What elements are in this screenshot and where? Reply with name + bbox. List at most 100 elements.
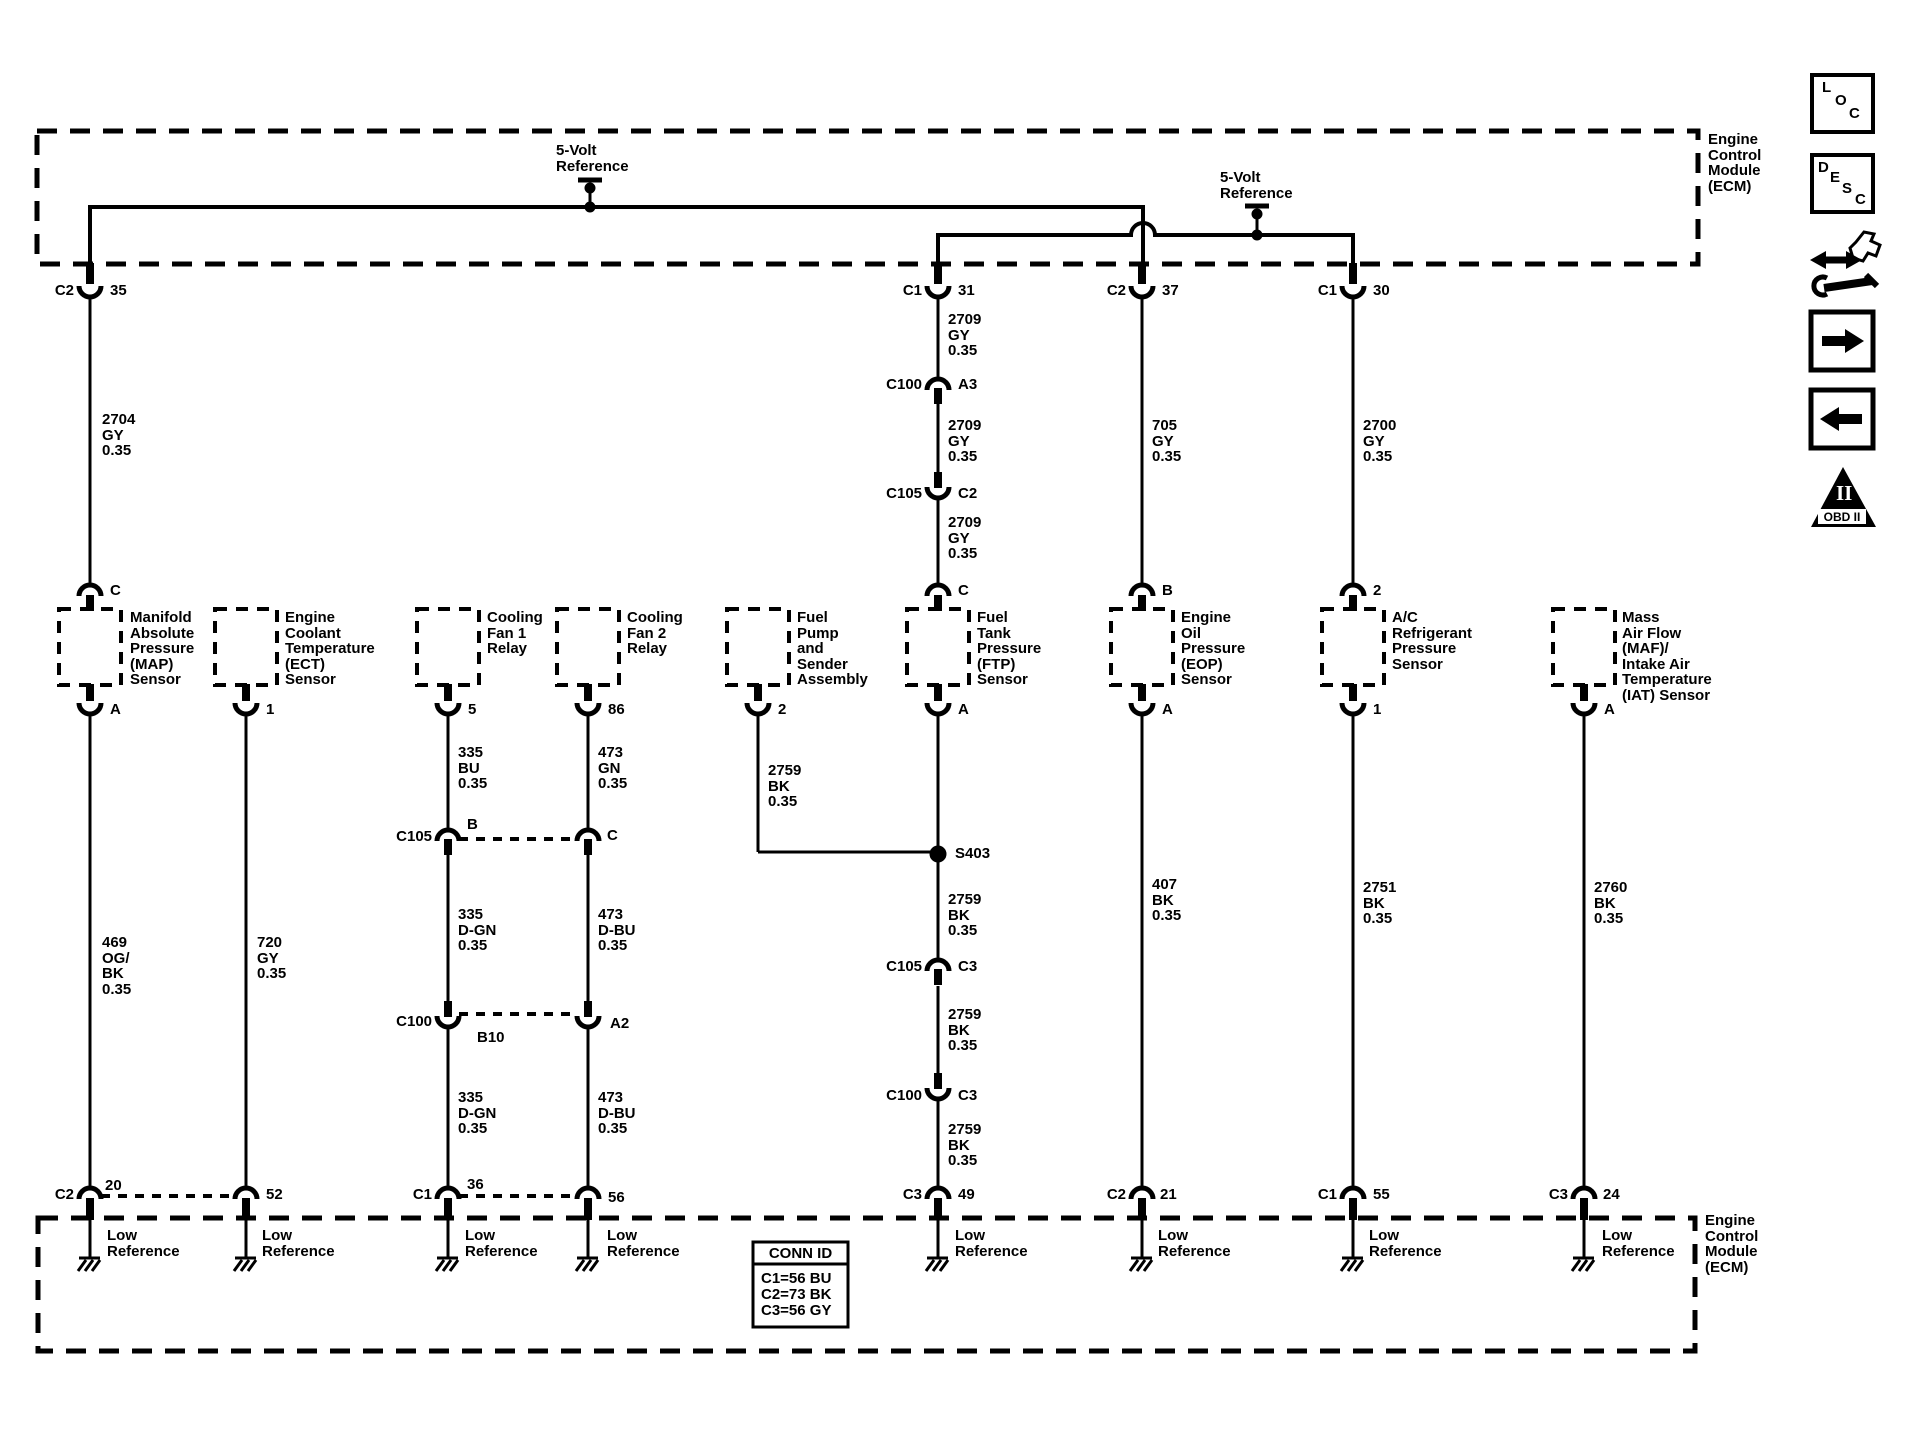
- service-info-icon[interactable]: [1810, 230, 1882, 298]
- sensor-name-ftp: Fuel Tank Pressure (FTP) Sensor: [977, 609, 1042, 688]
- fan-cross-pin-a2: A2: [610, 1015, 630, 1032]
- loc-letter-c: C: [1849, 105, 1860, 122]
- five-volt-ref-label-2: 5-Volt Reference: [1220, 169, 1293, 202]
- top-conn-c1-31: C1: [902, 282, 922, 299]
- wire-label-335dgn-2: 335 D-GN 0.35: [458, 1089, 497, 1137]
- wire-label-2709-3: 2709 GY 0.35: [948, 514, 982, 562]
- pin-ac-2: 2: [1373, 582, 1382, 599]
- ecm-top-box: [34, 128, 1701, 267]
- bot-pin-21: 21: [1160, 1186, 1177, 1203]
- next-arrow-button[interactable]: [1808, 309, 1876, 373]
- inline-conn-c100-c3: C100: [886, 1087, 922, 1104]
- bot-pin-55: 55: [1373, 1186, 1390, 1203]
- fan-cross-pin-c: C: [607, 827, 618, 844]
- wire-label-2759-pump: 2759 BK 0.35: [768, 762, 802, 810]
- sensor-name-maf-iat: Mass Air Flow (MAF)/ Intake Air Temperat…: [1622, 609, 1712, 704]
- conn-id-row-c3: C3=56 GY: [761, 1302, 832, 1319]
- inline-connectors-fans: [434, 827, 602, 1030]
- desc-letter-s: S: [1842, 180, 1853, 197]
- splice-s403-label: S403: [955, 845, 991, 862]
- desc-letter-d: D: [1818, 159, 1829, 176]
- loc-letter-o: O: [1835, 92, 1847, 109]
- wire-label-2704: 2704 GY 0.35: [102, 411, 136, 459]
- bot-pin-24: 24: [1603, 1186, 1620, 1203]
- low-ref-map: Low Reference: [107, 1227, 180, 1260]
- pin-ac-1: 1: [1373, 701, 1382, 718]
- low-ref-fan1: Low Reference: [465, 1227, 538, 1260]
- obd2-badge-icon: [1811, 467, 1876, 527]
- bot-conn-c3-49: C3: [902, 1186, 922, 1203]
- inline-pin-c3-upper: C3: [958, 958, 978, 975]
- inline-connectors-ftp: [924, 376, 952, 1102]
- low-ref-fan2: Low Reference: [607, 1227, 680, 1260]
- five-volt-ref-label-1: 5-Volt Reference: [556, 142, 629, 175]
- desc-letter-e: E: [1830, 169, 1841, 186]
- pin-maf-a: A: [1604, 701, 1615, 718]
- low-ref-eop: Low Reference: [1158, 1227, 1231, 1260]
- five-volt-bus-1: [88, 205, 1145, 263]
- obd2-caption: OBD II: [1823, 510, 1861, 524]
- wire-label-2700: 2700 GY 0.35: [1363, 417, 1397, 465]
- five-volt-tap-1: [578, 177, 602, 213]
- ecm-top-label: Engine Control Module (ECM): [1708, 131, 1762, 195]
- pin-ftp-a: A: [958, 701, 969, 718]
- connector-crossover-lines: [101, 837, 578, 1198]
- ecm-bottom-connectors: [76, 1185, 1598, 1272]
- sensor-name-fan2: Cooling Fan 2 Relay: [627, 609, 683, 657]
- bot-pin-56: 56: [608, 1189, 625, 1206]
- bot-pin-49: 49: [958, 1186, 975, 1203]
- top-pin-31: 31: [958, 282, 975, 299]
- inline-pin-a3: A3: [958, 376, 978, 393]
- five-volt-bus-2: [936, 221, 1355, 264]
- pin-map-c: C: [110, 582, 121, 599]
- circuit-wires: [88, 296, 1586, 1188]
- pin-map-a: A: [110, 701, 121, 718]
- low-ref-ect: Low Reference: [262, 1227, 335, 1260]
- top-conn-c2-35: C2: [54, 282, 74, 299]
- bot-conn-c2-20: C2: [54, 1186, 74, 1203]
- wire-label-705: 705 GY 0.35: [1152, 417, 1182, 465]
- low-ref-maf: Low Reference: [1602, 1227, 1675, 1260]
- bot-pin-36: 36: [467, 1176, 484, 1193]
- fan-cross-pin-b: B: [467, 816, 478, 833]
- loc-button-box[interactable]: [1810, 73, 1875, 134]
- pin-ftp-c: C: [958, 582, 969, 599]
- bot-conn-c1-55: C1: [1317, 1186, 1337, 1203]
- low-ref-ftp: Low Reference: [955, 1227, 1028, 1260]
- prev-arrow-button[interactable]: [1808, 387, 1876, 451]
- low-ref-ac: Low Reference: [1369, 1227, 1442, 1260]
- sensor-name-ect: Engine Coolant Temperature (ECT) Sensor: [285, 609, 375, 688]
- fan-cross-c100: C100: [396, 1013, 432, 1030]
- wire-label-2709-2: 2709 GY 0.35: [948, 417, 982, 465]
- loc-letter-l: L: [1822, 79, 1832, 96]
- sensor-name-eop: Engine Oil Pressure (EOP) Sensor: [1181, 609, 1246, 688]
- wire-label-2751: 2751 BK 0.35: [1363, 879, 1397, 927]
- conn-id-box: [751, 1240, 850, 1329]
- pin-fan1-5: 5: [468, 701, 477, 718]
- sensor-name-ac-pressure: A/C Refrigerant Pressure Sensor: [1392, 609, 1473, 673]
- obd2-numeral: II: [1836, 481, 1853, 505]
- bot-conn-c2-21: C2: [1106, 1186, 1126, 1203]
- pin-pump-2: 2: [778, 701, 787, 718]
- wire-label-2760: 2760 BK 0.35: [1594, 879, 1628, 927]
- conn-id-row-c2: C2=73 BK: [761, 1286, 832, 1303]
- wire-label-473dbu-2: 473 D-BU 0.35: [598, 1089, 636, 1137]
- wire-label-335bu: 335 BU 0.35: [458, 744, 488, 792]
- inline-conn-c100-a3: C100: [886, 376, 922, 393]
- wire-label-2759-1: 2759 BK 0.35: [948, 891, 982, 939]
- wire-label-407: 407 BK 0.35: [1152, 876, 1182, 924]
- wire-label-2759-3: 2759 BK 0.35: [948, 1121, 982, 1169]
- sensor-bottom-pins: [76, 684, 1598, 717]
- wire-label-335dgn-1: 335 D-GN 0.35: [458, 906, 497, 954]
- pin-fan2-86: 86: [608, 701, 625, 718]
- bot-pin-20: 20: [105, 1177, 122, 1194]
- bot-pin-52: 52: [266, 1186, 283, 1203]
- bot-conn-c1-36: C1: [412, 1186, 432, 1203]
- inline-conn-c105-c2: C105: [886, 485, 922, 502]
- splice-s403: [929, 845, 947, 863]
- pin-ect-1: 1: [266, 701, 275, 718]
- inline-pin-c2: C2: [958, 485, 978, 502]
- desc-button-box[interactable]: [1810, 153, 1875, 214]
